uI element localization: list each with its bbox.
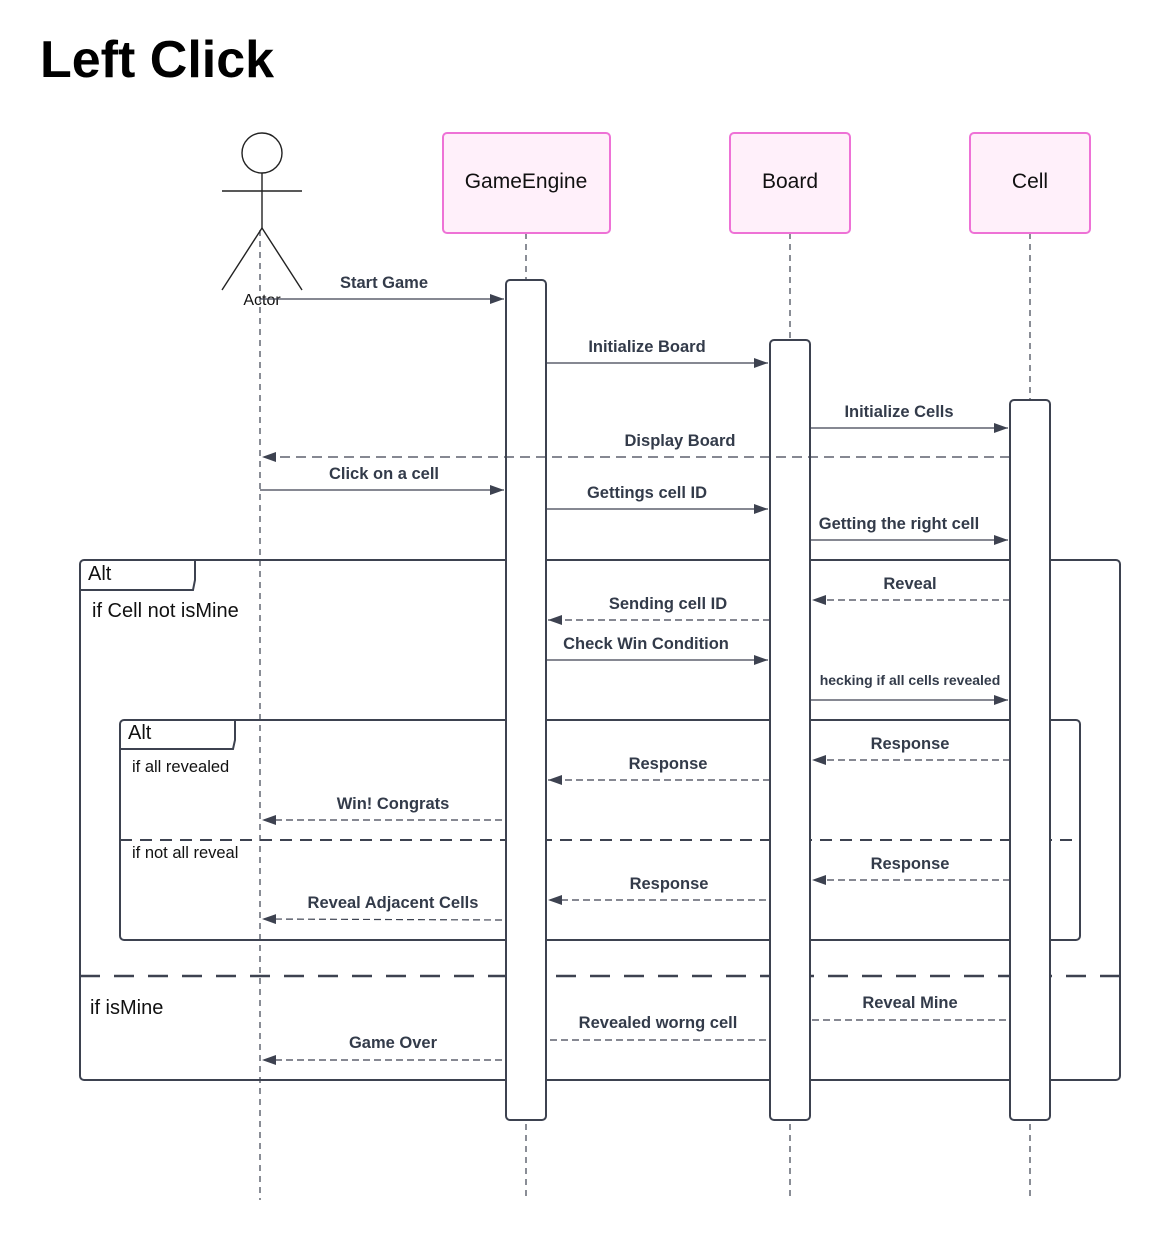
inner-alt-frame [119, 719, 1081, 941]
participant-cell-label: Cell [1012, 170, 1048, 193]
message-response-cell-2: Response [812, 855, 1010, 885]
message-getting-cell-id: Gettings cell ID [546, 484, 768, 514]
participant-cell: Cell [969, 132, 1091, 234]
message-check-win: Check Win Condition [546, 635, 768, 665]
message-response-board-1: Response [548, 755, 770, 785]
message-click-cell: Click on a cell [260, 465, 504, 495]
message-response-board-1-label: Response [629, 755, 708, 773]
message-initialize-board-label: Initialize Board [588, 338, 705, 356]
message-response-cell-2-label: Response [871, 855, 950, 873]
message-reveal-mine-label: Reveal Mine [862, 994, 957, 1012]
message-getting-right-cell: Getting the right cell [810, 515, 1008, 545]
actor-label: Actor [243, 292, 281, 309]
message-response-cell-1-label: Response [871, 735, 950, 753]
page-title: Left Click [40, 31, 275, 89]
message-getting-right-cell-label: Getting the right cell [819, 515, 979, 533]
message-win: Win! Congrats [262, 795, 502, 825]
message-initialize-cells: Initialize Cells [810, 403, 1008, 433]
message-sending-cell-id: Sending cell ID [548, 595, 770, 625]
message-initialize-cells-label: Initialize Cells [844, 403, 953, 421]
message-response-cell-1: Response [812, 735, 1010, 765]
message-reveal-adjacent: Reveal Adjacent Cells [261, 894, 503, 925]
inner-alt-guard-1: if all revealed [132, 758, 229, 776]
actor-figure [221, 132, 303, 291]
participant-gameengine: GameEngine [442, 132, 611, 234]
message-display-board-label: Display Board [625, 432, 736, 450]
inner-alt-tag: Alt [128, 722, 152, 744]
message-reveal-label: Reveal [883, 575, 936, 593]
message-response-board-2: Response [548, 875, 766, 905]
message-check-win-label: Check Win Condition [563, 635, 729, 653]
message-win-label: Win! Congrats [337, 795, 450, 813]
participant-board: Board [729, 132, 851, 234]
message-initialize-board: Initialize Board [546, 338, 768, 368]
message-display-board: Display Board [262, 432, 1010, 462]
message-start-game: Start Game [260, 274, 504, 304]
participant-board-label: Board [762, 170, 818, 193]
gameengine-activation [505, 279, 547, 1121]
message-game-over: Game Over [262, 1034, 502, 1065]
cell-activation [1009, 399, 1051, 1121]
message-checking-all-revealed-label: hecking if all cells revealed [820, 672, 1001, 688]
message-start-game-label: Start Game [340, 274, 428, 292]
message-reveal-mine: Reveal Mine [812, 994, 1006, 1021]
participant-gameengine-label: GameEngine [465, 170, 588, 193]
message-game-over-label: Game Over [349, 1034, 438, 1052]
board-activation [769, 339, 811, 1121]
outer-alt-tag: Alt [88, 563, 112, 585]
inner-alt-guard-2: if not all reveal [132, 844, 238, 862]
message-checking-all-revealed: hecking if all cells revealed [810, 672, 1008, 705]
message-sending-cell-id-label: Sending cell ID [609, 595, 727, 613]
message-response-board-2-label: Response [630, 875, 709, 893]
message-getting-cell-id-label: Gettings cell ID [587, 484, 707, 502]
message-revealed-wrong: Revealed worng cell [550, 1014, 766, 1041]
outer-alt-frame [79, 559, 1121, 1081]
outer-alt-guard-1: if Cell not isMine [92, 600, 239, 622]
message-click-cell-label: Click on a cell [329, 465, 439, 483]
message-revealed-wrong-label: Revealed worng cell [579, 1014, 738, 1032]
outer-alt-guard-2: if isMine [90, 997, 163, 1019]
message-reveal-adjacent-label: Reveal Adjacent Cells [308, 894, 479, 912]
message-reveal: Reveal [812, 575, 1010, 605]
